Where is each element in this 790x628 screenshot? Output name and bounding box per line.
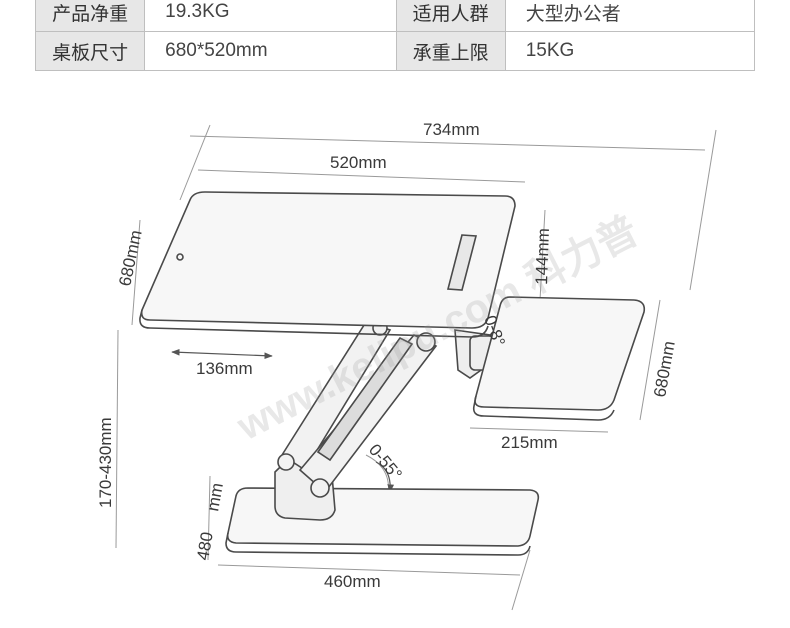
desk-top — [139, 191, 516, 338]
height-range-label: 170-430mm — [96, 417, 115, 508]
spec-label: 适用人群 — [395, 0, 506, 32]
desk-width-label: 520mm — [330, 153, 387, 172]
offset-arrow — [171, 348, 273, 360]
tilt-angle-label: 0-55° — [365, 440, 406, 483]
spec-value: 19.3KG — [144, 0, 397, 32]
spec-label: 桌板尺寸 — [34, 31, 146, 71]
spec-value: 680*520mm — [144, 31, 397, 71]
offset-label: 136mm — [196, 359, 253, 378]
slot-length-label: 144mm — [532, 228, 553, 285]
tray-width-label: 215mm — [501, 433, 558, 452]
tray-depth-label: 680mm — [650, 340, 679, 399]
base-depth-unit-label: mm — [203, 481, 227, 512]
keyboard-tray — [472, 296, 646, 421]
spec-label: 产品净重 — [34, 0, 146, 32]
base-width-label: 460mm — [324, 572, 381, 591]
lift-arm — [277, 320, 438, 498]
dimension-lines — [115, 124, 717, 611]
spec-row: 桌板尺寸 680*520mm 承重上限 15KG — [34, 31, 756, 71]
desk-depth-label: 680mm — [115, 228, 145, 287]
spec-value: 15KG — [504, 31, 756, 71]
spec-row: 产品净重 19.3KG 适用人群 大型办公者 — [34, 0, 756, 32]
spec-value: 大型办公者 — [504, 0, 756, 32]
overall-width-label: 734mm — [423, 120, 480, 139]
spec-label: 承重上限 — [395, 31, 506, 71]
spec-table: 产品净重 19.3KG 适用人群 大型办公者 桌板尺寸 680*520mm 承重… — [34, 0, 756, 71]
base-depth-label: 480 — [193, 530, 217, 561]
